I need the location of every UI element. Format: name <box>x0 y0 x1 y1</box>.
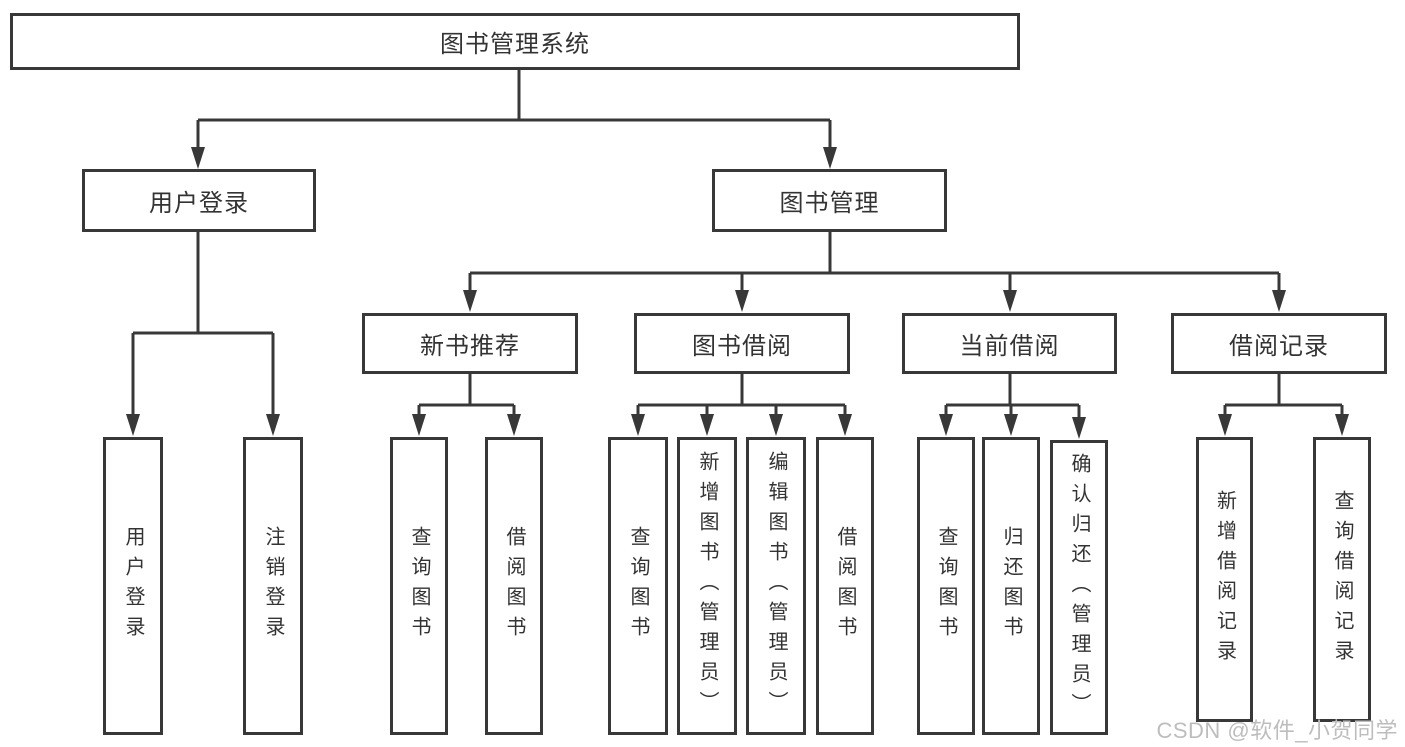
leaf-label: 新增图书（管理员） <box>696 451 718 721</box>
node-book-borrow: 图书借阅 <box>634 313 850 374</box>
leaf-label: 新增借阅记录 <box>1213 489 1236 670</box>
leaf-query-borrow-record: 查询借阅记录 <box>1313 437 1371 722</box>
leaf-label: 查询借阅记录 <box>1331 489 1353 670</box>
leaf-add-books-admin: 新增图书（管理员） <box>677 437 737 735</box>
node-label: 图书管理 <box>779 190 880 217</box>
leaf-user-login: 用户登录 <box>103 437 163 735</box>
leaf-label: 查询图书 <box>408 526 430 646</box>
node-label: 用户登录 <box>149 190 249 217</box>
leaf-label: 用户登录 <box>122 526 144 646</box>
leaf-edit-books-admin: 编辑图书（管理员） <box>746 437 806 735</box>
node-label: 当前借阅 <box>959 333 1060 360</box>
leaf-query-books-borrow: 查询图书 <box>608 437 668 735</box>
node-label: 借阅记录 <box>1229 333 1329 360</box>
leaf-logout-login: 注销登录 <box>243 437 303 735</box>
leaf-borrow-books: 借阅图书 <box>816 437 874 735</box>
leaf-add-borrow-record: 新增借阅记录 <box>1196 437 1253 722</box>
node-borrow-records: 借阅记录 <box>1171 313 1387 374</box>
node-new-book-recommend: 新书推荐 <box>362 313 578 374</box>
leaf-label: 注销登录 <box>262 526 284 646</box>
leaf-label: 查询图书 <box>935 526 957 646</box>
node-label: 图书管理系统 <box>440 31 590 58</box>
node-current-borrow: 当前借阅 <box>902 313 1117 374</box>
leaf-label: 编辑图书（管理员） <box>765 451 787 721</box>
leaf-label: 归还图书 <box>1000 526 1022 646</box>
leaf-query-books-current: 查询图书 <box>917 437 975 735</box>
node-user-login: 用户登录 <box>82 169 316 232</box>
leaf-label: 确认归还（管理员） <box>1068 452 1090 723</box>
watermark-text: CSDN @软件_小贺同学 <box>1156 718 1398 743</box>
leaf-label: 查询图书 <box>627 526 649 646</box>
node-label: 图书借阅 <box>692 333 792 360</box>
leaf-label: 借阅图书 <box>503 526 525 646</box>
node-label: 新书推荐 <box>420 333 520 360</box>
node-library-management-system: 图书管理系统 <box>10 13 1020 70</box>
leaf-return-books: 归还图书 <box>982 437 1040 735</box>
leaf-confirm-return-admin: 确认归还（管理员） <box>1050 440 1108 735</box>
node-book-management: 图书管理 <box>712 169 947 232</box>
leaf-query-books-recommend: 查询图书 <box>390 437 448 735</box>
leaf-label: 借阅图书 <box>834 526 856 646</box>
leaf-borrow-books-recommend: 借阅图书 <box>485 437 543 735</box>
